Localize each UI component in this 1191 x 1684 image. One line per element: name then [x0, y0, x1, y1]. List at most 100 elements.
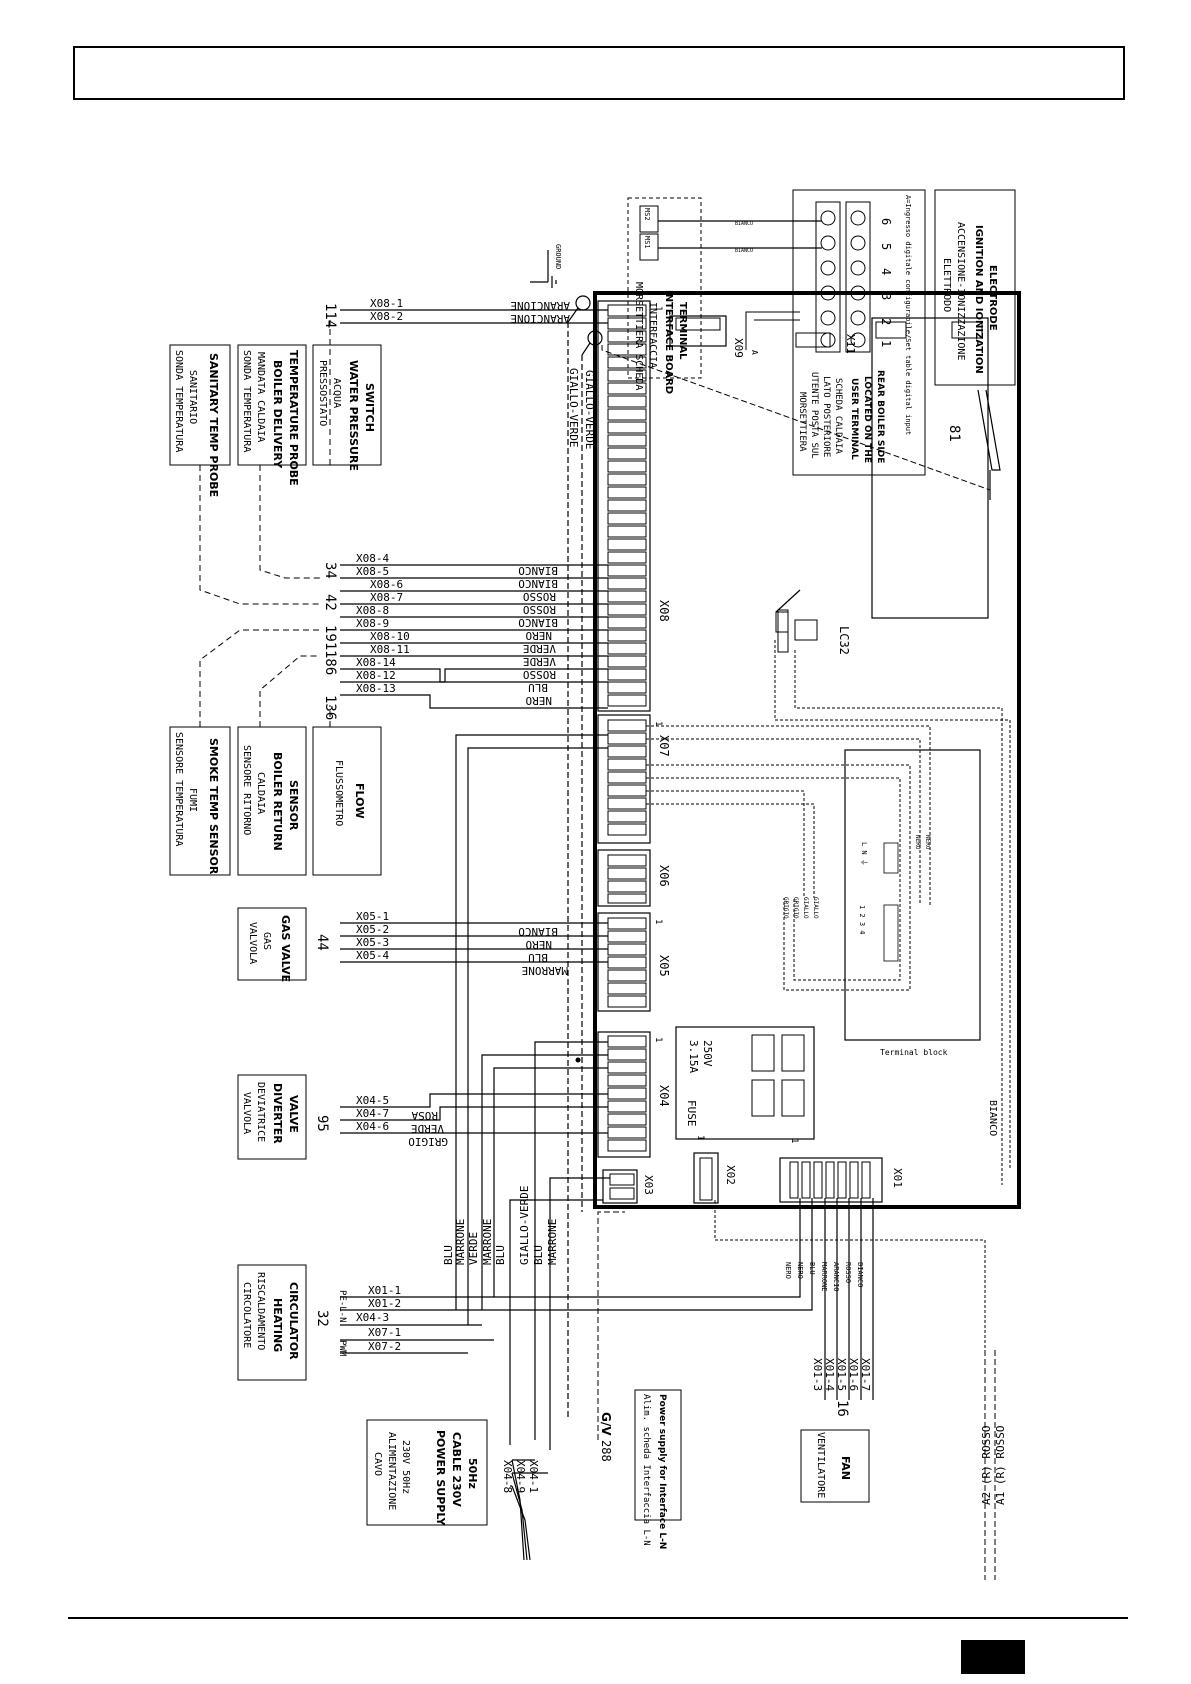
term-6: 6 — [879, 218, 893, 225]
box-interface-supply: Alim. scheda Interfaccia L-N Power suppl… — [634, 1389, 682, 1549]
lbl-x08-14: X08-14 — [356, 656, 396, 669]
label-x11: X11 — [844, 334, 857, 354]
ret-l3: BOILER RETURN — [271, 752, 284, 851]
nero-1: NERO — [914, 835, 921, 850]
col-blu-2: BLU — [528, 951, 548, 964]
col-nero-2: NERO — [526, 694, 553, 707]
col-grigio: GRIGIO — [408, 1135, 448, 1148]
lbl-x08-11: X08-11 — [370, 643, 410, 656]
circ-l2: RISCALDAMENTO — [255, 1272, 266, 1350]
label-x01: X01 — [891, 1168, 904, 1188]
ifboard-l1: MORSETTIERA SCHEDA — [633, 282, 644, 390]
col-bianco-4: BIANCO — [518, 925, 558, 938]
interface-wires — [658, 220, 822, 350]
label-x08: X08 — [657, 600, 671, 622]
ut-l2: UTENTE POSTA SUL — [809, 372, 819, 459]
pin1-x02: 1 — [695, 1135, 705, 1140]
label-x05: X05 — [657, 955, 671, 977]
pin1-x07: 1 — [653, 721, 663, 726]
fan-nero-1: NERO — [784, 1262, 792, 1279]
col-rosa: ROSA — [411, 1109, 438, 1122]
delivery-l3: BOILER DELIVERY — [271, 360, 284, 469]
terminal-block: Terminal block 1 2 3 4 L N ⏚ NERO NERO G… — [782, 749, 981, 1057]
n34: 34 — [322, 562, 338, 579]
circ-l1: CIRCOLATORE — [241, 1282, 252, 1348]
ret-l2: CALDAIA — [255, 772, 266, 814]
col-verde-1: VERDE — [523, 642, 556, 655]
ut-l7: REAR BOILER SIDE — [875, 370, 885, 463]
pin1-x01: 1 — [789, 1138, 799, 1143]
sanitary-l2: SANITARIO — [187, 370, 198, 424]
power-l5: CABLE 230V — [450, 1432, 463, 1507]
pe-l-n: PE-L-N — [337, 1290, 347, 1323]
diverter-l4: VALVE — [287, 1095, 300, 1133]
lbl-x08-2: X08-2 — [370, 310, 403, 323]
bus-marrone: MARRONE — [454, 1219, 467, 1265]
fan-wires — [824, 1198, 874, 1400]
diverter-l3: DIVERTER — [271, 1083, 284, 1144]
fan-blu: BLU — [808, 1262, 816, 1275]
ifsupply-l2: Power supply for Interface L-N — [657, 1394, 667, 1549]
ignition-transformer — [871, 317, 989, 619]
lbl-x08-7: X08-7 — [370, 591, 403, 604]
connector-x06: X06 — [597, 849, 671, 907]
box-sanitary-probe: SONDA TEMPERATURA SANITARIO SANITARY TEM… — [169, 344, 231, 497]
col-arancione-1: ARANCIONE — [510, 299, 570, 312]
term-2: 2 — [879, 318, 893, 325]
fuse-rating-2: 250V — [701, 1040, 714, 1067]
bus-wires — [455, 734, 610, 1450]
smoke-l1: SENSORE TEMPERATURA — [173, 732, 184, 846]
connector-x08: X08 1 — [597, 300, 671, 712]
pressure-l3: WATER PRESSURE — [347, 360, 360, 471]
n114: 114 — [322, 303, 338, 328]
x08-wires — [340, 309, 608, 709]
nero-2: NERO — [924, 835, 931, 850]
lbl-x04-6: X04-6 — [356, 1120, 389, 1133]
fan-l2: FAN — [839, 1456, 852, 1480]
lbl-x01-5: X01-5 — [835, 1358, 848, 1391]
term-1: 1 — [879, 340, 893, 347]
term-3: 3 — [879, 293, 893, 300]
gas-l2: GAS — [261, 932, 272, 950]
smoke-l2: FUMI — [187, 788, 198, 812]
electrode-l2: ACCENSIONE-IONIZZAZIONE — [955, 222, 966, 360]
power-l3: 230V 50Hz — [400, 1440, 411, 1494]
box-electrode: ELETTRODO ACCENSIONE-IONIZZAZIONE IGNITI… — [934, 189, 1016, 386]
n136: 136 — [322, 695, 338, 720]
box-flow: FLUSSOMETRO FLOW — [312, 726, 382, 876]
lbl-x08-13: X08-13 — [356, 682, 396, 695]
bus-blu-3: BLU — [532, 1245, 545, 1265]
ground-symbols — [530, 250, 603, 356]
lbl-x07-1: X07-1 — [368, 1326, 401, 1339]
giallo-2: GIALLO — [812, 897, 819, 919]
connector-x01: X01 1 — [779, 1138, 904, 1203]
relay-lc32: LC32 — [775, 589, 851, 655]
giallo-verde-2: GIALLO-VERDE — [583, 370, 596, 449]
box-diverter-valve: VALVOLA DEVIATRICE DIVERTER VALVE — [237, 1074, 307, 1160]
pressure-l4: SWITCH — [363, 383, 376, 432]
fan-marrone: MARRONE — [820, 1262, 828, 1292]
bianco-if-2: BIANCO — [735, 248, 753, 254]
ut-l5: USER TERMINAL — [849, 378, 859, 460]
ut-l4: SCHEDA CALDAIA — [833, 378, 843, 454]
delivery-l1: SONDA TEMPERATURA — [241, 350, 252, 452]
flow-l1: FLUSSOMETRO — [333, 760, 344, 826]
term-4: 4 — [879, 268, 893, 275]
giallo-verde-1: GIALLO-VERDE — [567, 368, 580, 447]
connector-x07: X07 1 — [597, 714, 671, 844]
col-bianco-1: BIANCO — [518, 564, 558, 577]
power-l6: 50Hz — [466, 1458, 479, 1489]
term-5: 5 — [879, 243, 893, 250]
footer-line — [68, 1617, 1128, 1619]
col-blu-1: BLU — [528, 681, 548, 694]
col-bianco-3: BIANCO — [518, 616, 558, 629]
ifboard-l3: INTERFACE BOARD — [663, 290, 674, 394]
fan-bianco: BIANCO — [856, 1262, 864, 1287]
bus-blu-2: BLU — [494, 1245, 507, 1265]
lbl-x08-9: X08-9 — [356, 617, 389, 630]
internal-dashed-wiring — [646, 640, 1011, 1350]
pin1-x04: 1 — [653, 1037, 663, 1042]
sanitary-l1: SONDA TEMPERATURA — [173, 350, 184, 452]
tb-pins-a: 1 2 3 4 — [858, 905, 866, 935]
header-box — [73, 46, 1125, 100]
